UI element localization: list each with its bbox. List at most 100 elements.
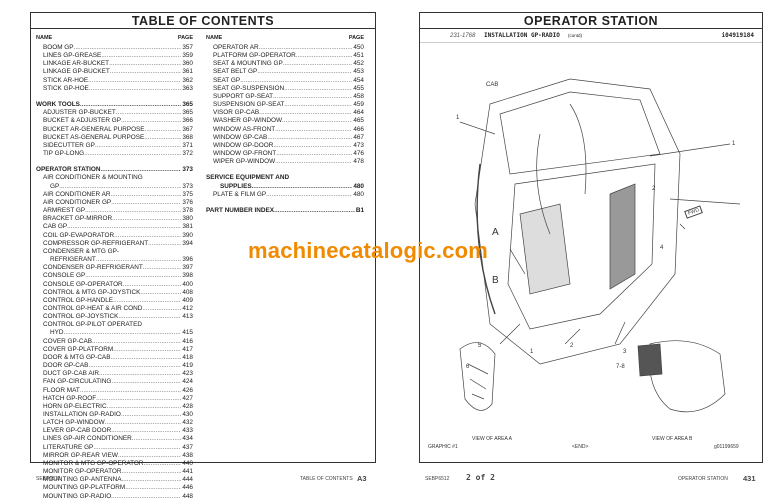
section-heading[interactable]: PART NUMBER INDEXB1 [206,207,364,215]
toc-entry[interactable]: SEAT GP454 [206,77,364,85]
toc-entry[interactable]: FAN GP-CIRCULATING424 [36,378,193,386]
toc-entry[interactable]: LINKAGE GP-BUCKET361 [36,68,193,76]
toc-entry-cont[interactable]: HYD415 [36,329,193,337]
toc-entry[interactable]: AIR CONDITIONER GP376 [36,199,193,207]
entry-name: HORN GP-ELECTRIC [43,402,107,410]
section-heading-cont[interactable]: SUPPLIES480 [206,183,364,191]
entry-page: 418 [182,353,193,361]
toc-entry[interactable]: CONDENSER GP-REFRIGERANT397 [36,264,193,272]
section-heading[interactable]: WORK TOOLS365 [36,101,193,109]
dot-leader [67,223,181,231]
toc-entry[interactable]: CONSOLE GP398 [36,272,193,280]
toc-entry[interactable]: ADJUSTER GP-BUCKET365 [36,109,193,117]
entry-page: 357 [182,44,193,51]
toc-entry[interactable]: WASHER GP-WINDOW465 [206,117,364,125]
toc-entry[interactable]: SEAT & MOUNTING GP452 [206,60,364,68]
entry-name: LINES GP-GREASE [43,52,102,60]
entry-name: OPERATOR AR [213,44,259,51]
entry-name: GP [50,182,60,190]
toc-entry[interactable]: COIL GP-EVAPORATOR390 [36,232,193,240]
toc-entry[interactable]: MONITOR & MTG GP-OPERATOR440 [36,460,193,468]
toc-entry[interactable]: CONTROL GP-PILOT OPERATED [36,321,193,329]
entry-page: 396 [182,256,193,264]
toc-entry-cont[interactable]: REFRIGERANT396 [36,256,193,264]
dot-leader [111,378,181,386]
section-heading[interactable]: OPERATOR STATION373 [36,166,193,174]
toc-entry[interactable]: CONTROL GP-JOYSTICK413 [36,313,193,321]
toc-entry[interactable]: CONTROL & MTG GP-JOYSTICK408 [36,289,193,297]
entry-page: 394 [182,239,193,247]
entry-name: TIP GP-LONG [43,150,85,158]
entry-page: 432 [182,419,193,427]
toc-entry[interactable]: SEAT GP-SUSPENSION455 [206,85,364,93]
toc-entry[interactable]: LINKAGE AR-BUCKET360 [36,60,193,68]
toc-entry[interactable]: LINES GP-AIR CONDITIONER434 [36,435,193,443]
toc-entry[interactable]: BRACKET GP-MIRROR380 [36,215,193,223]
toc-entry[interactable]: OPERATOR AR450 [206,44,364,52]
toc-entry[interactable]: WINDOW AS-FRONT 466 [206,126,364,134]
toc-entry[interactable]: SUSPENSION GP-SEAT459 [206,101,364,109]
entry-name: WINDOW AS-FRONT [213,125,276,133]
toc-entry[interactable]: CONSOLE GP-OPERATOR400 [36,281,193,289]
toc-entry[interactable]: VISOR GP-CAB464 [206,109,364,117]
toc-entry[interactable]: DOOR GP-CAB419 [36,362,193,370]
toc-entry[interactable]: SEAT BELT GP453 [206,68,364,76]
toc-entry[interactable]: DOOR & MTG GP-CAB418 [36,354,193,362]
toc-entry[interactable]: MONITOR GP-OPERATOR441 [36,468,193,476]
toc-entry[interactable]: CONTROL GP-HANDLE409 [36,297,193,305]
toc-entry[interactable]: STICK AR-HOE362 [36,77,193,85]
toc-entry[interactable]: WINDOW GP-DOOR473 [206,142,364,150]
toc-entry[interactable]: CONTROL GP-HEAT & AIR COND412 [36,305,193,313]
toc-entry[interactable]: HORN GP-ELECTRIC428 [36,403,193,411]
toc-entry[interactable]: HATCH GP-ROOF427 [36,395,193,403]
toc-entry[interactable]: DUCT GP-CAB AIR423 [36,370,193,378]
dot-leader [266,191,352,199]
entry-name: MONITOR & MTG GP-OPERATOR [43,459,144,467]
toc-entry[interactable]: PLATFORM GP-OPERATOR451 [206,52,364,60]
toc-entry[interactable]: MOUNTING GP-ANTENNA444 [36,476,193,484]
entry-page: 466 [353,125,364,133]
section-heading[interactable]: SERVICE EQUIPMENT AND [206,174,364,182]
dot-leader [259,44,353,52]
toc-entry[interactable]: INSTALLATION GP-RADIO430 [36,411,193,419]
toc-entry[interactable]: LEVER GP-CAB DOOR433 [36,427,193,435]
entry-name: PLATFORM GP-OPERATOR [213,52,296,60]
toc-entry[interactable]: COVER GP-PLATFORM417 [36,346,193,354]
toc-entry[interactable]: BUCKET AS-GENERAL PURPOSE368 [36,134,193,142]
toc-entry[interactable]: BOOM GP357 [36,44,193,52]
toc-entry[interactable]: PLATE & FILM GP480 [206,191,364,199]
toc-entry[interactable]: BUCKET & ADJUSTER GP366 [36,117,193,125]
toc-entry[interactable]: BUCKET AR-GENERAL PURPOSE367 [36,126,193,134]
toc-entry[interactable]: AIR CONDITIONER AR375 [36,191,193,199]
toc-entry[interactable]: LATCH GP-WINDOW432 [36,419,193,427]
name-header: NAME [36,35,53,41]
toc-entry-cont[interactable]: GP373 [36,183,193,191]
entry-name: DUCT GP-CAB AIR [43,370,99,378]
graphic-id: g01199659 [714,444,739,450]
toc-entry[interactable]: COVER GP-CAB416 [36,338,193,346]
entry-name: CONTROL GP-HEAT & AIR COND [43,304,143,312]
toc-entry[interactable]: LINES GP-GREASE359 [36,52,193,60]
toc-entry[interactable]: SIDECUTTER GP371 [36,142,193,150]
toc-entry[interactable]: SUPPORT GP-SEAT458 [206,93,364,101]
toc-entry[interactable]: FLOOR MAT426 [36,387,193,395]
toc-entry[interactable]: MOUNTING GP-PLATFORM446 [36,484,193,492]
toc-entry[interactable]: STICK GP-HOE363 [36,85,193,93]
toc-entry[interactable]: WIPER GP-WINDOW478 [206,158,364,166]
toc-entry[interactable]: CONDENSER & MTG GP- [36,248,193,256]
toc-entry[interactable]: WINDOW GP-CAB467 [206,134,364,142]
entry-page: 415 [182,329,193,337]
toc-entry[interactable]: CAB GP381 [36,223,193,231]
toc-entry[interactable]: TIP GP-LONG372 [36,150,193,158]
toc-entry[interactable]: MOUNTING GP-RADIO448 [36,493,193,501]
toc-entry[interactable]: AIR CONDITIONER & MOUNTING [36,174,193,182]
toc-entry[interactable]: MIRROR GP-REAR VIEW438 [36,452,193,460]
callout-cab: CAB [486,82,499,88]
toc-entry[interactable]: ARMREST GP378 [36,207,193,215]
dot-leader [275,126,352,134]
toc-entry[interactable]: WINDOW GP-FRONT476 [206,150,364,158]
dot-leader [252,183,353,191]
toc-entry[interactable]: COMPRESSOR GP-REFRIGERANT394 [36,240,193,248]
toc-entry[interactable]: LITERATURE GP437 [36,444,193,452]
